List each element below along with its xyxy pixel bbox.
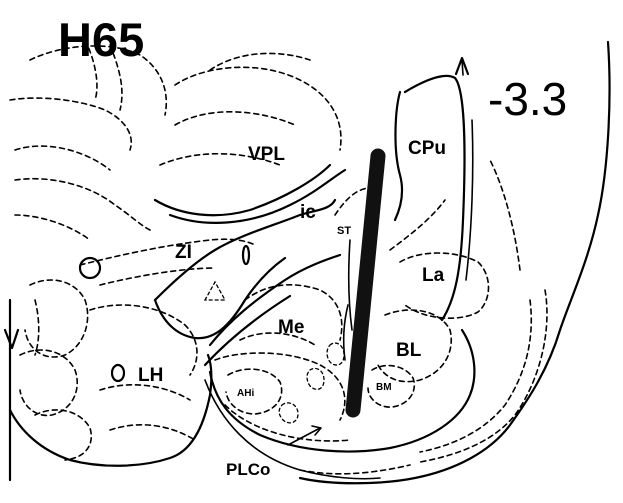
vpl-label: VPL <box>248 144 285 165</box>
fornix-circle <box>80 258 100 278</box>
thalamus-boundary-5 <box>15 146 110 170</box>
small-triangle <box>205 282 225 300</box>
vpl-boundary <box>175 67 341 150</box>
amygdala-inner-line <box>344 305 348 360</box>
cortex-layer-4 <box>300 465 410 474</box>
cortex-layer-2 <box>420 300 531 452</box>
la-boundary <box>400 253 489 318</box>
me-small-loop-1 <box>327 343 344 365</box>
thalamus-boundary-7 <box>15 215 90 240</box>
zi-lower <box>100 268 215 285</box>
st-label: ST <box>337 225 351 237</box>
lh-boundary-7 <box>35 300 39 355</box>
me-label: Me <box>278 317 304 338</box>
cortex-layer-3 <box>490 160 520 270</box>
lh-boundary-3 <box>35 410 91 460</box>
bl-label: BL <box>396 340 422 361</box>
st-thin-line <box>349 240 352 330</box>
st-boundary <box>335 188 368 215</box>
midline-arrow-head <box>5 330 18 348</box>
external-capsule-inner <box>395 92 402 220</box>
cpu-label: CPu <box>408 138 446 159</box>
optic-tract-lower <box>155 258 285 338</box>
electrode-track <box>353 156 378 410</box>
thalamus-boundary-6 <box>15 179 150 230</box>
vpl-upper-arc <box>210 53 310 70</box>
hypothalamus-outline <box>10 355 211 466</box>
bm-label: BM <box>376 382 392 393</box>
thalamus-boundary-2 <box>10 98 131 150</box>
lh-boundary-6 <box>110 425 195 440</box>
peduncle-line-1 <box>210 255 340 345</box>
ahi-small-loop <box>279 403 298 423</box>
ic-label: ic <box>300 202 316 223</box>
la-label: La <box>422 265 445 286</box>
lh-boundary-2 <box>20 350 77 415</box>
plco-label: PLCo <box>226 460 270 479</box>
lh-boundary-5 <box>100 385 190 400</box>
lh-small-ellipse <box>112 365 124 381</box>
ahi-label: AHi <box>237 388 254 399</box>
small-ellipse-ic <box>243 246 249 264</box>
cpu-lower-boundary <box>390 200 445 250</box>
zi-label: ZI <box>175 242 192 263</box>
vpl-inner <box>175 112 295 125</box>
case-id-label: H65 <box>58 13 144 66</box>
ap-level-label: -3.3 <box>488 73 567 125</box>
lh-label: LH <box>138 365 163 386</box>
cortex-layer-1 <box>420 290 547 462</box>
capsule-line <box>466 120 473 280</box>
me-small-loop-2 <box>307 368 324 389</box>
lh-boundary-1 <box>25 280 88 357</box>
electrode-line <box>353 156 378 410</box>
